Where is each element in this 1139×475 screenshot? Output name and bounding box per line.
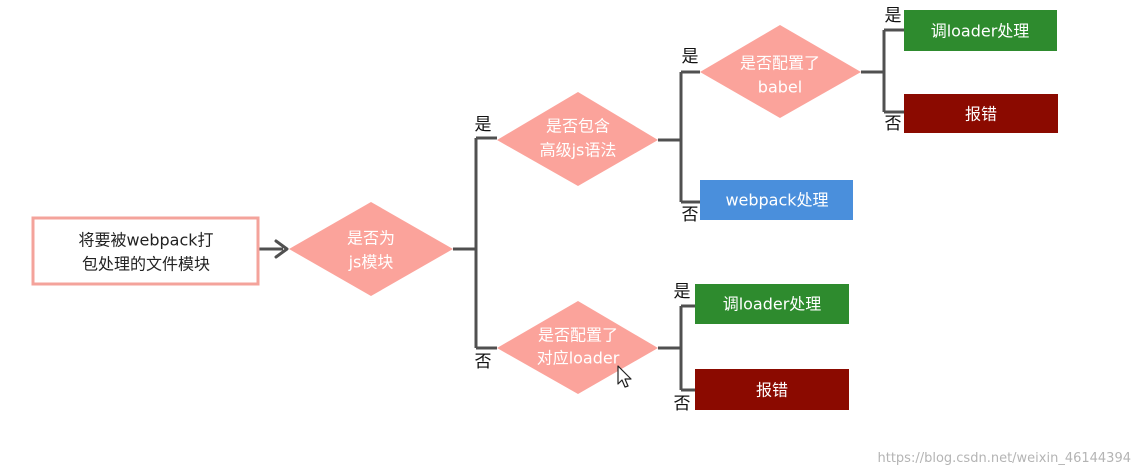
- label-loader-no: 否: [674, 394, 691, 414]
- result-babel-no: 报错: [904, 94, 1058, 133]
- label-isjs-yes: 是: [475, 115, 492, 135]
- watermark: https://blog.csdn.net/weixin_46144394: [877, 451, 1131, 466]
- decision-babel: 是否配置了 babel: [700, 25, 861, 118]
- result-webpack: webpack处理: [700, 180, 853, 220]
- start-box: [31, 216, 260, 286]
- box-babel-yes-text: 调loader处理: [931, 22, 1030, 41]
- label-isjs-no: 否: [475, 352, 492, 372]
- decision-advanced-line2: 高级js语法: [540, 141, 617, 160]
- decision-advanced-line1: 是否包含: [546, 117, 610, 136]
- connectors: [258, 28, 904, 392]
- decision-babel-line2: babel: [758, 78, 802, 97]
- label-babel-no: 否: [885, 114, 902, 134]
- box-babel-no-text: 报错: [965, 105, 997, 124]
- decision-babel-line1: 是否配置了: [740, 54, 820, 73]
- box-babel-yes: [904, 10, 1057, 51]
- arrow-head-icon: [274, 239, 289, 259]
- label-adv-yes: 是: [682, 47, 699, 67]
- decision-isjs-line2: js模块: [348, 253, 394, 272]
- decision-isjs-diamond: [289, 202, 453, 296]
- decision-loader-line2: 对应loader: [537, 349, 620, 368]
- box-loader-no: [695, 369, 849, 410]
- box-webpack-text: webpack处理: [725, 191, 828, 210]
- decision-loader: 是否配置了 对应loader: [497, 301, 658, 394]
- decision-loader-diamond: [497, 301, 658, 394]
- label-babel-yes: 是: [885, 6, 902, 26]
- decision-isjs: 是否为 js模块: [289, 202, 453, 296]
- branch-labels: 是 否 是 否 是 否 是 否: [475, 6, 902, 414]
- start-text-line1: 将要被webpack打: [78, 231, 213, 250]
- result-loader-no: 报错: [695, 369, 849, 410]
- start-node: 将要被webpack打 包处理的文件模块: [31, 216, 260, 286]
- box-loader-yes: [695, 284, 849, 324]
- mouse-cursor-icon: [617, 365, 632, 388]
- start-text-line2: 包处理的文件模块: [82, 255, 210, 274]
- decision-advanced-diamond: [497, 92, 658, 186]
- box-webpack: [700, 180, 853, 220]
- box-babel-no: [904, 94, 1058, 133]
- result-babel-yes: 调loader处理: [904, 10, 1057, 51]
- box-loader-yes-text: 调loader处理: [723, 295, 822, 314]
- label-loader-yes: 是: [674, 282, 691, 302]
- decision-advanced: 是否包含 高级js语法: [497, 92, 658, 186]
- result-loader-yes: 调loader处理: [695, 284, 849, 324]
- decision-isjs-line1: 是否为: [347, 229, 395, 248]
- box-loader-no-text: 报错: [756, 381, 788, 400]
- decision-babel-diamond: [700, 25, 861, 118]
- decision-loader-line1: 是否配置了: [538, 326, 618, 345]
- label-adv-no: 否: [682, 205, 699, 225]
